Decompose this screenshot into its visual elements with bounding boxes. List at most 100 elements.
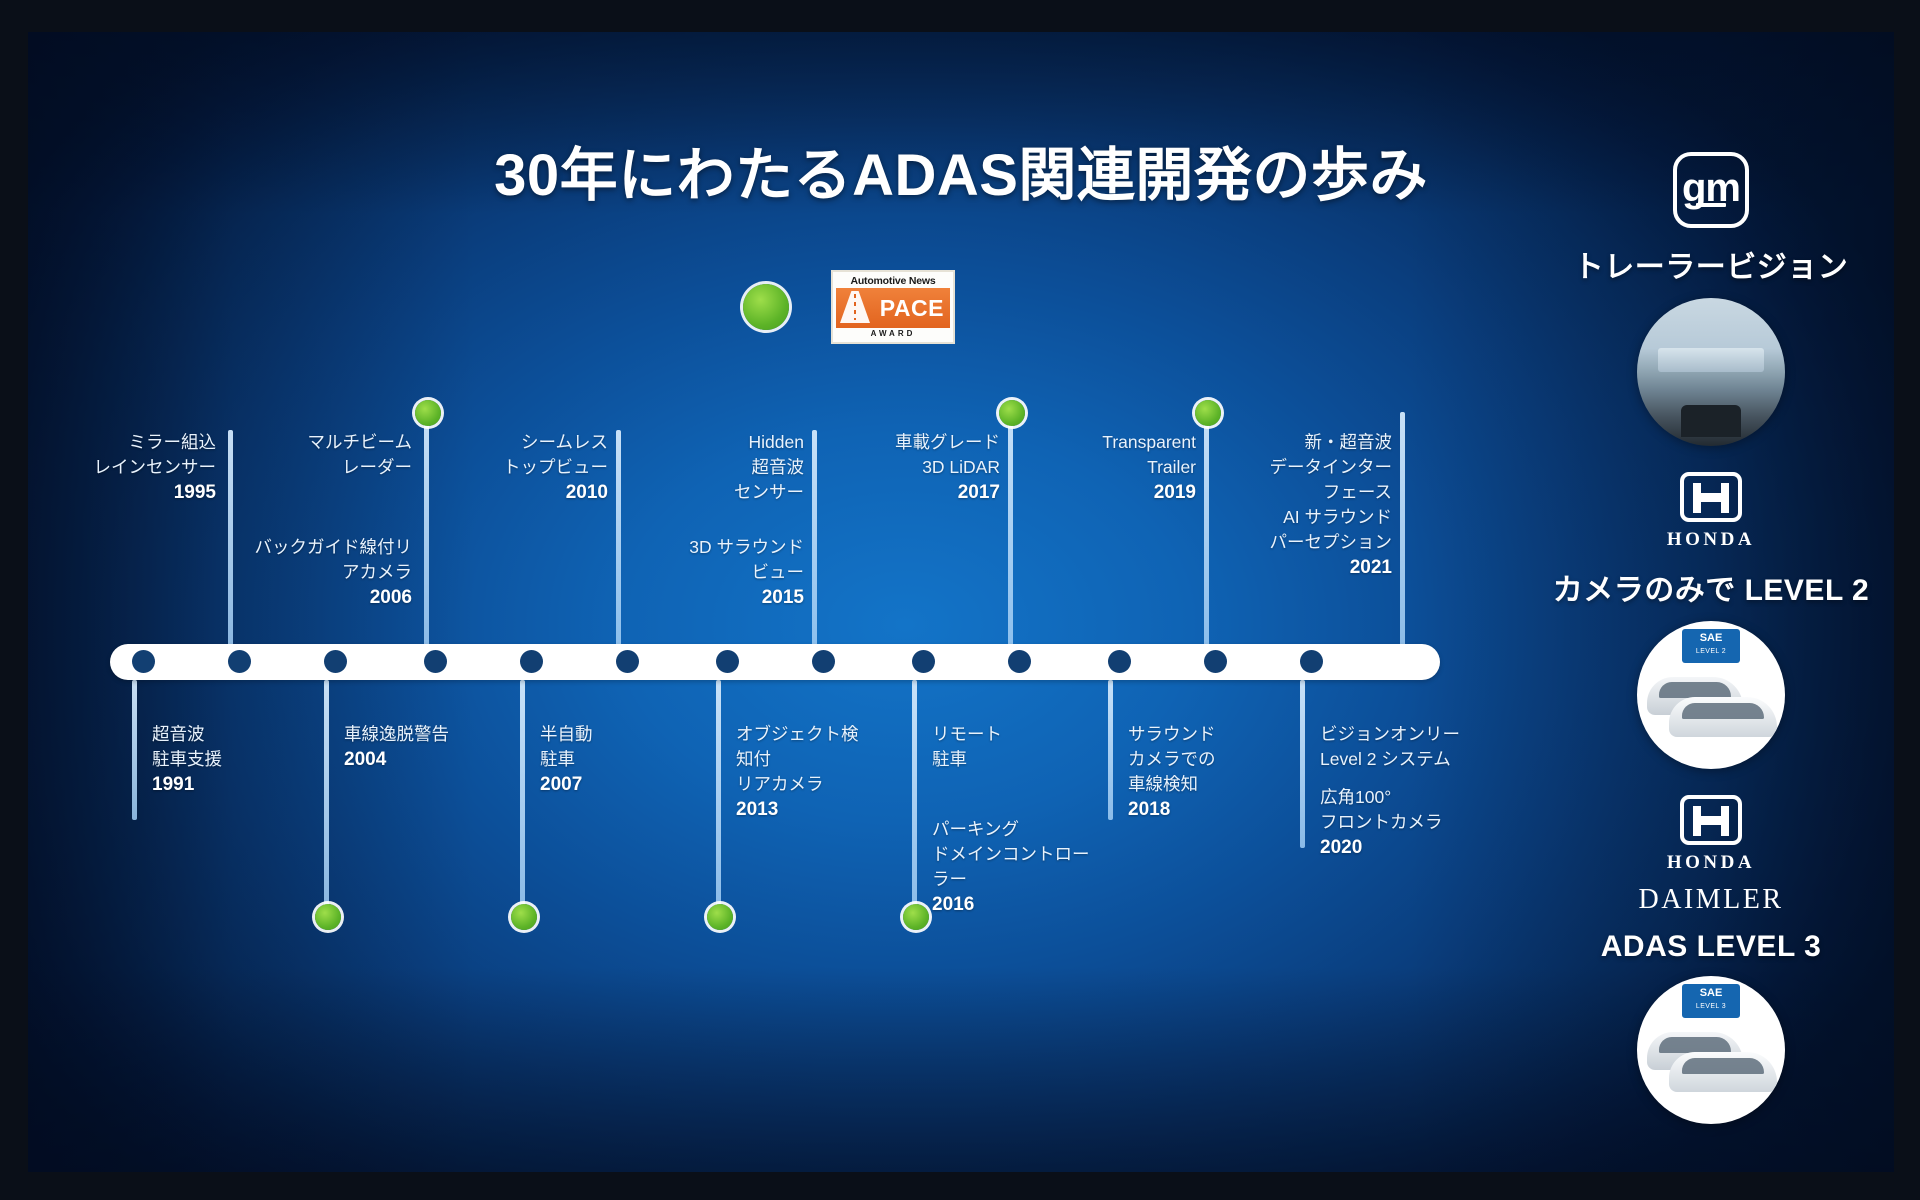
- sidebar-block-honda-l2: HONDA カメラのみで LEVEL 2 SAE LEVEL 2: [1553, 472, 1870, 769]
- label-year: 2020: [1320, 837, 1363, 858]
- label-line: ラー: [932, 869, 967, 889]
- label-line: レインセンサー: [93, 457, 217, 477]
- sae-level3-badge: SAE LEVEL 3: [1682, 984, 1740, 1018]
- label-year: 2010: [565, 482, 608, 503]
- page-title: 30年にわたるADAS関連開発の歩み: [28, 128, 1894, 212]
- car-icon: [1669, 1052, 1777, 1092]
- timeline-node[interactable]: [424, 650, 447, 673]
- timeline-node[interactable]: [324, 650, 347, 673]
- label-line: ビジョンオンリー: [1320, 724, 1460, 744]
- label-line: データインター: [1269, 457, 1393, 477]
- timeline-node[interactable]: [716, 650, 739, 673]
- honda-bar-icon: [1692, 816, 1729, 825]
- timeline-label-remote-parking: リモート 駐車: [932, 722, 1117, 772]
- honda-wordmark: HONDA: [1666, 529, 1756, 550]
- label-line: センサー: [734, 482, 804, 502]
- connector-stem: [1108, 680, 1113, 820]
- connector-stem: [616, 430, 621, 652]
- timeline-label-2015: 3D サラウンド ビュー 2015: [636, 535, 804, 610]
- connector-stem: [812, 430, 817, 652]
- timeline-bar: [110, 644, 1440, 680]
- label-year: 2021: [1349, 557, 1392, 578]
- honda-logo-icon: HONDA: [1667, 472, 1755, 551]
- award-bottom-text: AWARD: [870, 329, 916, 338]
- label-line: リアカメラ: [736, 774, 824, 794]
- sidebar-block-honda-daimler-l3: HONDA DAIMLER ADAS LEVEL 3 SAE LEVEL 3: [1601, 795, 1822, 1124]
- timeline-node[interactable]: [132, 650, 155, 673]
- timeline-label-2004: 車線逸脱警告 2004: [344, 722, 534, 772]
- timeline-node[interactable]: [616, 650, 639, 673]
- trailer-vision-photo: [1637, 298, 1785, 446]
- label-line: 半自動: [540, 724, 593, 744]
- label-line: シームレス: [521, 432, 608, 452]
- timeline-label-2018: サラウンド カメラでの 車線検知 2018: [1128, 722, 1313, 822]
- sae-level2-badge: SAE LEVEL 2: [1682, 629, 1740, 663]
- timeline-label-hidden-ultrasonic: Hidden 超音波 センサー: [636, 430, 804, 505]
- honda-mark-icon: [1679, 472, 1742, 522]
- label-line: バックガイド線付リ: [254, 537, 413, 557]
- award-main-text: PACE: [879, 294, 944, 321]
- label-line: 駐車: [932, 749, 967, 769]
- connector-stem: [1008, 412, 1013, 652]
- timeline-node[interactable]: [1300, 650, 1323, 673]
- green-milestone-dot: [315, 904, 341, 930]
- label-line: マルチビーム: [307, 432, 412, 452]
- label-line: ドメインコントロー: [932, 844, 1090, 864]
- oem-sidebar: gm トレーラービジョン HONDA カメラのみで LEVEL 2 SAE LE…: [1546, 152, 1876, 1124]
- label-year: 2018: [1128, 799, 1171, 820]
- label-line: オブジェクト検: [736, 724, 859, 744]
- car-icon: [1669, 697, 1777, 737]
- sidebar-caption-gm: トレーラービジョン: [1573, 251, 1849, 284]
- label-year: 2019: [1153, 482, 1196, 503]
- connector-stem: [1300, 680, 1305, 848]
- timeline-node[interactable]: [912, 650, 935, 673]
- label-line: Hidden: [748, 432, 804, 452]
- sidebar-caption-honda-l2: カメラのみで LEVEL 2: [1552, 574, 1870, 607]
- honda-wordmark: HONDA: [1666, 852, 1756, 873]
- connector-stem: [132, 680, 137, 820]
- timeline-node[interactable]: [1204, 650, 1227, 673]
- timeline-node[interactable]: [520, 650, 543, 673]
- connector-stem: [716, 680, 721, 912]
- honda-logo-icon: HONDA: [1667, 795, 1755, 874]
- timeline-node[interactable]: [1008, 650, 1031, 673]
- timeline-label-2016: パーキング ドメインコントロー ラー 2016: [932, 817, 1147, 917]
- label-line: 3D サラウンド: [689, 537, 804, 557]
- label-line: パーセプション: [1269, 532, 1393, 552]
- green-dot-icon: [743, 284, 789, 330]
- label-line: 知付: [736, 749, 771, 769]
- label-year: 1991: [152, 774, 195, 795]
- label-line: 車線逸脱警告: [344, 724, 449, 744]
- timeline-label-multibeam-radar: マルチビーム レーダー: [244, 430, 412, 480]
- award-top-text: Automotive News: [850, 275, 936, 287]
- green-milestone-dot: [999, 400, 1025, 426]
- page-title-text: 30年にわたるADAS関連開発の歩み: [494, 143, 1428, 208]
- connector-stem: [520, 680, 525, 912]
- label-line: リモート: [932, 724, 1002, 744]
- sae-label: SAE: [1699, 987, 1723, 999]
- timeline-node[interactable]: [812, 650, 835, 673]
- connector-stem: [324, 680, 329, 912]
- timeline-label-2013: オブジェクト検 知付 リアカメラ 2013: [736, 722, 921, 822]
- sidebar-caption-adas-l3: ADAS LEVEL 3: [1600, 930, 1822, 963]
- timeline-label-1995: ミラー組込 レインセンサー 1995: [48, 430, 217, 505]
- label-year: 1995: [173, 482, 216, 503]
- timeline-node[interactable]: [228, 650, 251, 673]
- timeline-label-2020: 広角100° フロントカメラ 2020: [1320, 785, 1535, 860]
- label-line: フロントカメラ: [1320, 812, 1443, 832]
- green-milestone-dot: [707, 904, 733, 930]
- label-line: 超音波: [152, 724, 205, 744]
- timeline-label-2010: シームレス トップビュー 2010: [440, 430, 608, 505]
- label-year: 2007: [540, 774, 583, 795]
- label-line: 3D LiDAR: [922, 457, 1000, 477]
- timeline-label-1991: 超音波 駐車支援 1991: [152, 722, 332, 797]
- slide-canvas: 30年にわたるADAS関連開発の歩み Automotive News PACE …: [28, 32, 1894, 1172]
- honda-daimler-level3-photo: SAE LEVEL 3: [1637, 976, 1785, 1124]
- daimler-wordmark: DAIMLER: [1638, 884, 1784, 915]
- label-line: カメラでの: [1128, 749, 1216, 769]
- label-line: ミラー組込: [128, 432, 217, 452]
- label-year: 2004: [344, 749, 387, 770]
- timeline-node[interactable]: [1108, 650, 1131, 673]
- label-year: 2017: [957, 482, 1000, 503]
- sae-label: SAE: [1699, 632, 1723, 644]
